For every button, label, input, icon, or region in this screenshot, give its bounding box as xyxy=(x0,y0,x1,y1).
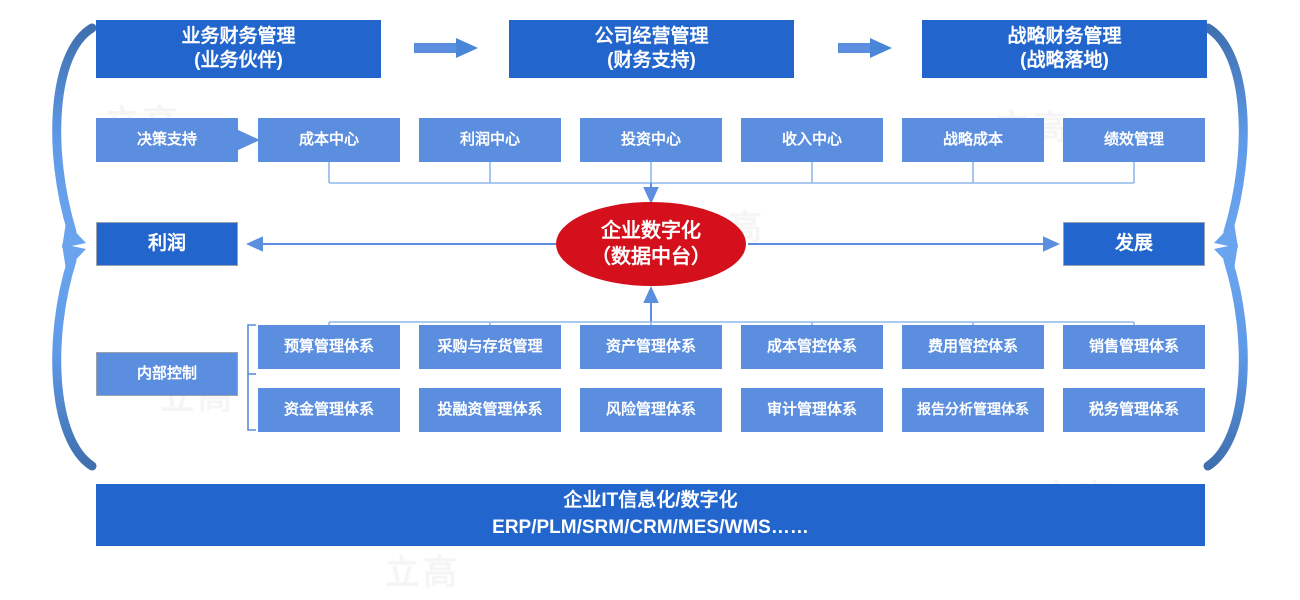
center-cell-cost-center[interactable]: 成本中心 xyxy=(258,118,400,162)
internal-control-box[interactable]: 内部控制 xyxy=(96,352,238,396)
header-line1: 战略财务管理 xyxy=(1007,25,1122,47)
bottom-bar-line1: 企业IT信息化/数字化 xyxy=(563,490,738,512)
system-box-budget[interactable]: 预算管理体系 xyxy=(258,325,400,369)
center-cell-performance-mgmt[interactable]: 绩效管理 xyxy=(1063,118,1205,162)
core-line2: （数据中台） xyxy=(591,246,711,268)
system-box-audit[interactable]: 审计管理体系 xyxy=(741,388,883,432)
header-line2: (业务伙伴) xyxy=(194,50,283,71)
outcome-box-profit[interactable]: 利润 xyxy=(96,222,238,266)
core-line1: 企业数字化 xyxy=(601,220,701,242)
header-box-business-finance[interactable]: 业务财务管理 (业务伙伴) xyxy=(96,20,381,78)
header-line2: (财务支持) xyxy=(607,50,696,71)
system-box-investment-financing[interactable]: 投融资管理体系 xyxy=(419,388,561,432)
system-box-tax[interactable]: 税务管理体系 xyxy=(1063,388,1205,432)
header-line1: 业务财务管理 xyxy=(181,25,296,47)
center-cell-revenue-center[interactable]: 收入中心 xyxy=(741,118,883,162)
system-box-risk[interactable]: 风险管理体系 xyxy=(580,388,722,432)
header-line1: 公司经营管理 xyxy=(594,25,709,47)
system-box-asset[interactable]: 资产管理体系 xyxy=(580,325,722,369)
system-box-expense-control[interactable]: 费用管控体系 xyxy=(902,325,1044,369)
core-ellipse-digitalization[interactable]: 企业数字化 （数据中台） xyxy=(556,202,746,286)
center-cell-strategic-cost[interactable]: 战略成本 xyxy=(902,118,1044,162)
center-cell-investment-center[interactable]: 投资中心 xyxy=(580,118,722,162)
system-box-sales[interactable]: 销售管理体系 xyxy=(1063,325,1205,369)
center-cell-decision-support[interactable]: 决策支持 xyxy=(96,118,238,162)
center-cell-profit-center[interactable]: 利润中心 xyxy=(419,118,561,162)
header-box-company-operations[interactable]: 公司经营管理 (财务支持) xyxy=(509,20,794,78)
outcome-box-development[interactable]: 发展 xyxy=(1063,222,1205,266)
watermark: 立高 xyxy=(385,554,461,592)
system-box-funds[interactable]: 资金管理体系 xyxy=(258,388,400,432)
system-box-report-analysis[interactable]: 报告分析管理体系 xyxy=(902,388,1044,432)
system-box-cost-control[interactable]: 成本管控体系 xyxy=(741,325,883,369)
system-box-procurement-inventory[interactable]: 采购与存货管理 xyxy=(419,325,561,369)
header-box-strategic-finance[interactable]: 战略财务管理 (战略落地) xyxy=(922,20,1207,78)
bottom-bar-it-digitalization[interactable]: 企业IT信息化/数字化 ERP/PLM/SRM/CRM/MES/WMS…… xyxy=(96,484,1205,546)
header-line2: (战略落地) xyxy=(1020,50,1109,71)
bottom-bar-line2: ERP/PLM/SRM/CRM/MES/WMS…… xyxy=(492,517,809,538)
